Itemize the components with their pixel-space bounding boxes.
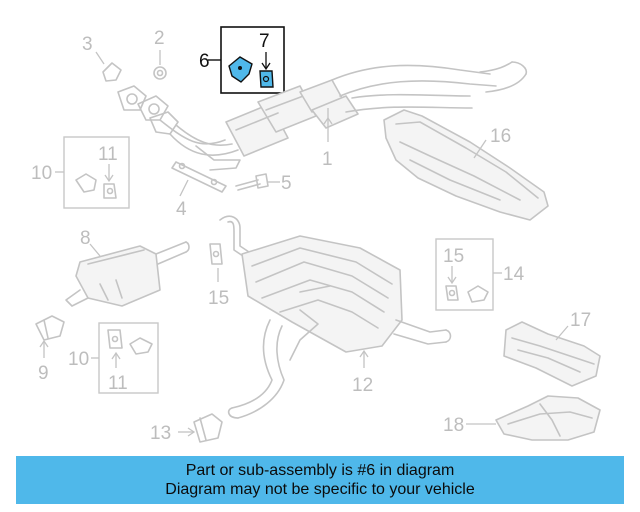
callout-10-upper: 10 bbox=[31, 163, 52, 184]
callout-2: 2 bbox=[154, 28, 165, 49]
heat-shield-part-18: 18 bbox=[443, 395, 601, 441]
callout-12: 12 bbox=[352, 375, 373, 396]
hanger-group-10-lower: 10 11 bbox=[68, 322, 159, 394]
callout-6: 6 bbox=[199, 51, 210, 72]
gasket-part-3: 3 bbox=[82, 34, 122, 82]
callout-11-upper: 11 bbox=[98, 144, 118, 165]
callout-1: 1 bbox=[322, 149, 333, 170]
callout-17: 17 bbox=[570, 310, 591, 331]
callout-7: 7 bbox=[259, 31, 270, 52]
clamp-part-9: 9 bbox=[35, 315, 65, 384]
banner-line-2: Diagram may not be specific to your vehi… bbox=[165, 481, 475, 498]
callout-8: 8 bbox=[80, 228, 91, 249]
callout-13: 13 bbox=[150, 423, 171, 444]
banner-line-1: Part or sub-assembly is #6 in diagram bbox=[185, 462, 455, 479]
hanger-group-14: 14 15 bbox=[435, 238, 525, 311]
callout-3: 3 bbox=[82, 34, 93, 55]
callout-15-right: 15 bbox=[443, 246, 464, 267]
bracket-part-6[interactable] bbox=[228, 56, 253, 83]
highlighted-part-group[interactable]: 6 7 bbox=[199, 26, 285, 94]
insulator-part-15: 15 bbox=[208, 243, 229, 309]
callout-14: 14 bbox=[503, 264, 525, 285]
callout-10-lower: 10 bbox=[68, 349, 89, 370]
front-muffler-part-8: 8 bbox=[65, 228, 190, 307]
callout-4: 4 bbox=[176, 199, 187, 220]
callout-9: 9 bbox=[38, 363, 49, 384]
hanger-group-10-upper: 10 11 bbox=[31, 136, 130, 209]
info-banner: Part or sub-assembly is #6 in diagram Di… bbox=[16, 456, 624, 504]
callout-5: 5 bbox=[281, 173, 292, 194]
callout-18: 18 bbox=[443, 415, 464, 436]
heat-shield-part-17: 17 bbox=[503, 310, 601, 387]
exhaust-parts-diagram: 6 7 3 2 bbox=[31, 26, 601, 444]
clamp-part-13: 13 bbox=[150, 413, 223, 444]
rear-muffler-part-12: 12 bbox=[219, 215, 452, 419]
bracket-part-4: 4 bbox=[171, 161, 227, 220]
callout-16: 16 bbox=[490, 126, 511, 147]
bolt-part-5: 5 bbox=[235, 173, 292, 194]
heat-shield-part-16: 16 bbox=[383, 109, 549, 221]
callout-15-middle: 15 bbox=[208, 288, 229, 309]
front-pipe-part-1: 1 bbox=[117, 61, 528, 171]
nut-part-2: 2 bbox=[153, 28, 167, 80]
insulator-part-7[interactable] bbox=[259, 70, 274, 88]
callout-11-lower: 11 bbox=[108, 373, 128, 394]
